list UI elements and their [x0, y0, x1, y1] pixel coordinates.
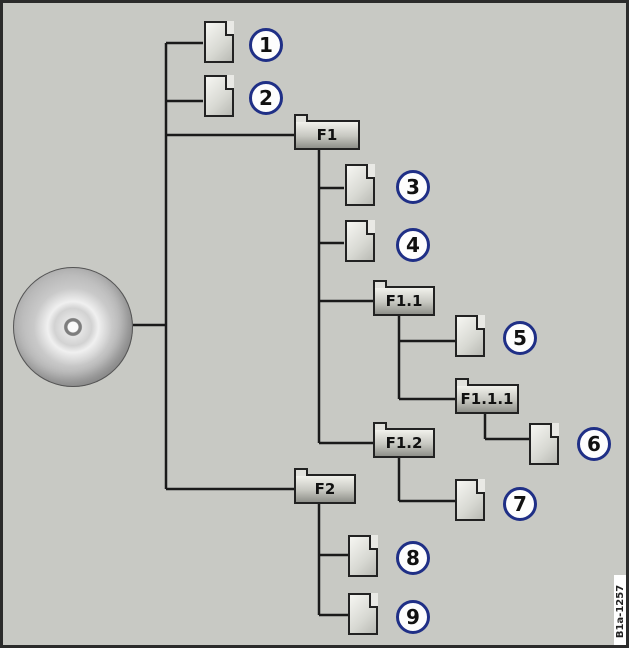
folder-tab-icon [455, 378, 469, 386]
folder-label: F1.2 [385, 434, 423, 452]
folder-f1-1: F1.1 [373, 280, 435, 316]
folder-f1-1-1: F1.1.1 [455, 378, 519, 414]
file-icon [345, 220, 375, 262]
file-icon [455, 315, 485, 357]
cd-disc-icon [13, 267, 133, 387]
file-icon [348, 593, 378, 635]
file-number-badge: 8 [396, 541, 430, 575]
tree-connectors [133, 41, 529, 617]
file-icon [204, 21, 234, 63]
file-icon [348, 535, 378, 577]
folder-label: F1.1 [385, 292, 423, 310]
file-number-badge: 6 [577, 427, 611, 461]
folder-tab-icon [294, 468, 308, 476]
folder-label: F1 [316, 126, 338, 144]
folder-label: F1.1.1 [460, 390, 514, 408]
file-icon [345, 164, 375, 206]
figure-code-text: B1a-1257 [615, 584, 627, 638]
file-icon [529, 423, 559, 465]
file-number-badge: 2 [249, 81, 283, 115]
figure-code: B1a-1257 [614, 575, 627, 645]
folder-label: F2 [314, 480, 336, 498]
folder-tab-icon [294, 114, 308, 122]
folder-tab-icon [373, 280, 387, 288]
folder-tab-icon [373, 422, 387, 430]
file-number-badge: 7 [503, 487, 537, 521]
file-number-badge: 1 [249, 28, 283, 62]
folder-f1-2: F1.2 [373, 422, 435, 458]
file-icon [455, 479, 485, 521]
file-number-badge: 9 [396, 600, 430, 634]
folder-f2: F2 [294, 468, 356, 504]
file-number-badge: 3 [396, 170, 430, 204]
file-number-badge: 4 [396, 228, 430, 262]
folder-f1: F1 [294, 114, 360, 150]
file-icon [204, 75, 234, 117]
file-number-badge: 5 [503, 321, 537, 355]
